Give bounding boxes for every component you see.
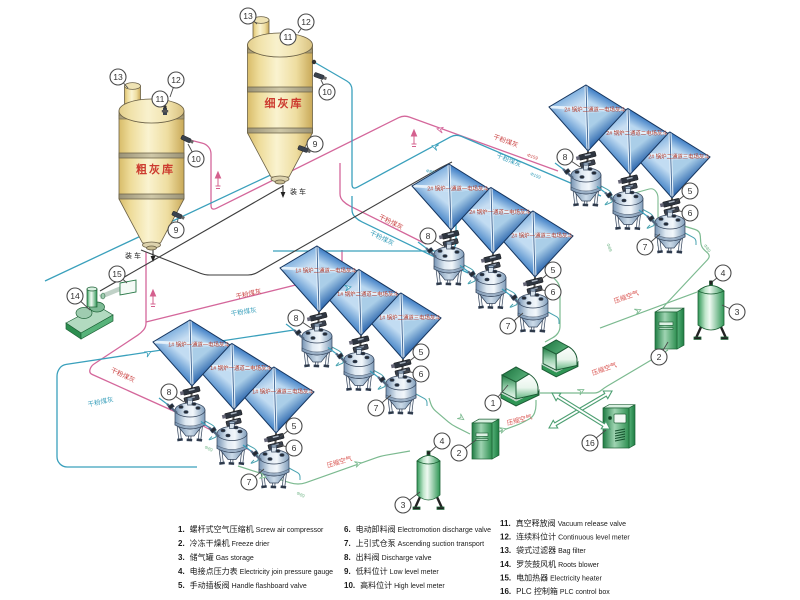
svg-text:12: 12 xyxy=(171,75,181,85)
svg-text:2: 2 xyxy=(657,352,662,362)
svg-text:1: 1 xyxy=(491,398,496,408)
svg-text:细灰库: 细灰库 xyxy=(265,96,304,110)
svg-text:3: 3 xyxy=(401,500,406,510)
svg-text:1# 锅炉一通道三电场灰斗: 1# 锅炉一通道三电场灰斗 xyxy=(252,388,314,396)
svg-text:Φ159: Φ159 xyxy=(529,171,542,180)
svg-text:10: 10 xyxy=(322,87,332,97)
svg-text:2# 锅炉一通道三电场灰斗: 2# 锅炉一通道三电场灰斗 xyxy=(511,232,573,240)
svg-text:7: 7 xyxy=(374,403,379,413)
svg-text:装 车: 装 车 xyxy=(125,251,141,260)
svg-text:10: 10 xyxy=(191,154,201,164)
svg-text:3: 3 xyxy=(735,307,740,317)
svg-text:2# 锅炉二通道三电场灰斗: 2# 锅炉二通道三电场灰斗 xyxy=(648,153,710,161)
svg-text:7: 7 xyxy=(247,477,252,487)
svg-text:8: 8 xyxy=(167,387,172,397)
svg-text:1# 锅炉一通道一电场灰斗: 1# 锅炉一通道一电场灰斗 xyxy=(168,341,230,349)
svg-text:2# 锅炉一通道一电场灰斗: 2# 锅炉一通道一电场灰斗 xyxy=(427,185,489,193)
svg-text:9: 9 xyxy=(313,139,318,149)
svg-text:Φ89: Φ89 xyxy=(296,491,306,499)
svg-text:4: 4 xyxy=(721,268,726,278)
svg-text:5: 5 xyxy=(551,265,556,275)
svg-text:Φ89: Φ89 xyxy=(204,445,214,453)
svg-text:Φ89: Φ89 xyxy=(703,243,712,253)
svg-text:8: 8 xyxy=(563,152,568,162)
svg-text:Φ159: Φ159 xyxy=(526,152,539,161)
svg-text:2# 锅炉一通道二电场灰斗: 2# 锅炉一通道二电场灰斗 xyxy=(469,208,531,216)
svg-text:13: 13 xyxy=(243,11,253,21)
svg-text:5: 5 xyxy=(292,421,297,431)
svg-text:装 车: 装 车 xyxy=(290,187,306,196)
svg-text:11: 11 xyxy=(284,32,293,42)
svg-text:7: 7 xyxy=(506,321,511,331)
svg-text:1# 锅炉二通道二电场灰斗: 1# 锅炉二通道二电场灰斗 xyxy=(337,290,399,298)
svg-text:6: 6 xyxy=(688,208,693,218)
svg-text:Φ89: Φ89 xyxy=(606,243,614,253)
svg-text:2# 锅炉二通道一电场灰斗: 2# 锅炉二通道一电场灰斗 xyxy=(564,106,626,114)
svg-text:8: 8 xyxy=(426,231,431,241)
svg-text:9: 9 xyxy=(174,225,179,235)
svg-text:2# 锅炉二通道二电场灰斗: 2# 锅炉二通道二电场灰斗 xyxy=(606,129,668,137)
svg-text:15: 15 xyxy=(112,269,122,279)
svg-text:6: 6 xyxy=(292,443,297,453)
svg-text:6: 6 xyxy=(551,287,556,297)
svg-text:6: 6 xyxy=(419,369,424,379)
svg-text:11: 11 xyxy=(156,94,165,104)
svg-text:8: 8 xyxy=(294,313,299,323)
svg-text:1# 锅炉二通道三电场灰斗: 1# 锅炉二通道三电场灰斗 xyxy=(379,314,441,322)
svg-text:5: 5 xyxy=(419,347,424,357)
svg-text:12: 12 xyxy=(301,17,311,27)
svg-text:粗灰库: 粗灰库 xyxy=(136,162,175,176)
svg-text:Φ89: Φ89 xyxy=(426,168,436,175)
svg-text:16: 16 xyxy=(585,438,595,448)
svg-text:7: 7 xyxy=(643,242,648,252)
svg-text:5: 5 xyxy=(688,186,693,196)
svg-text:4: 4 xyxy=(440,436,445,446)
svg-text:1# 锅炉二通道一电场灰斗: 1# 锅炉二通道一电场灰斗 xyxy=(295,267,357,275)
svg-text:14: 14 xyxy=(70,291,80,301)
svg-text:13: 13 xyxy=(113,72,123,82)
svg-text:2: 2 xyxy=(457,448,462,458)
svg-text:1# 锅炉一通道二电场灰斗: 1# 锅炉一通道二电场灰斗 xyxy=(210,364,272,372)
